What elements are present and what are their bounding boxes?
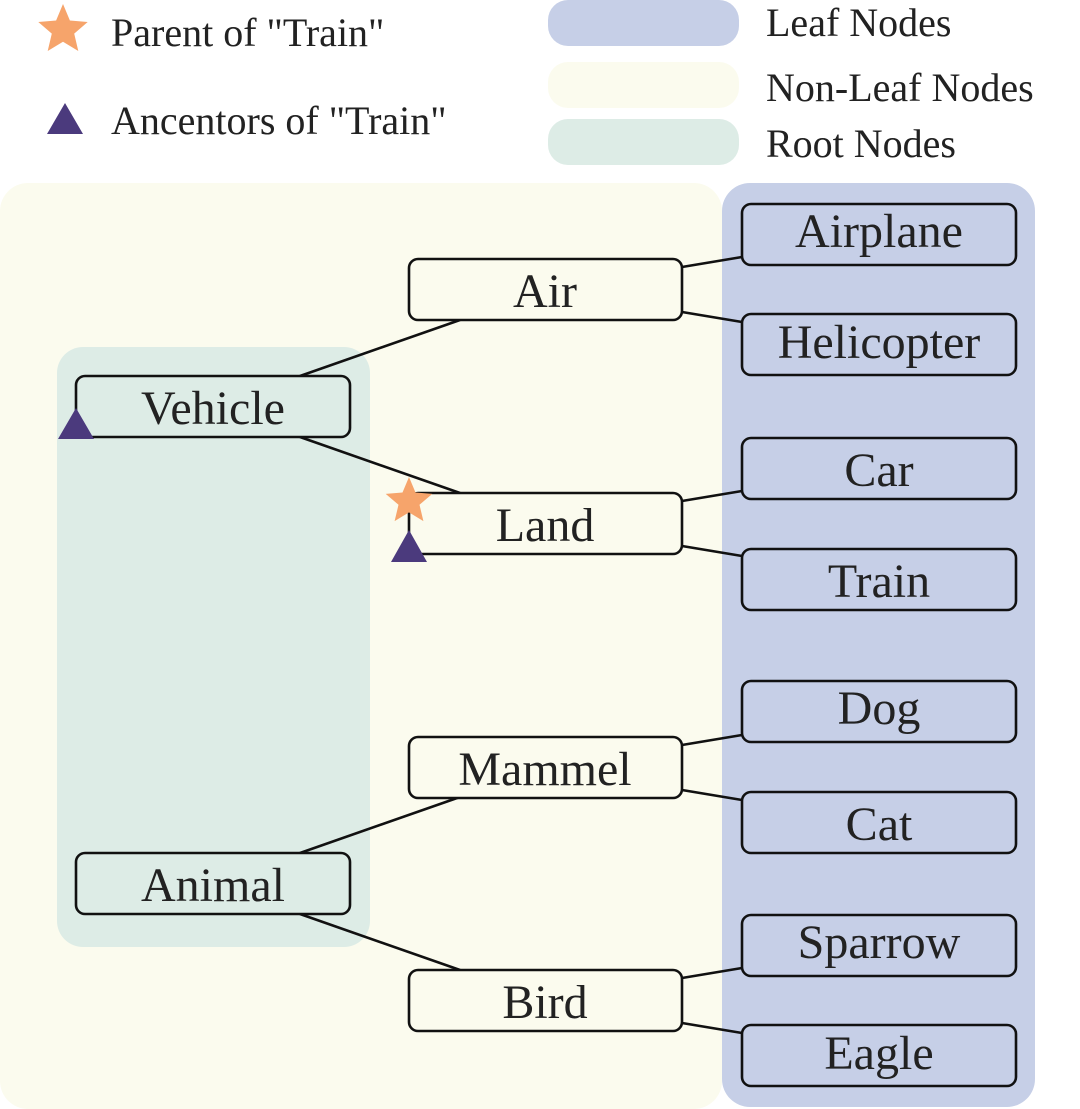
land-parent-star-icon	[385, 477, 433, 522]
edge-land-car	[681, 489, 743, 503]
node-markers	[58, 408, 433, 562]
leaf-nodes: Airplane Helicopter Car Train Dog Cat Sp…	[740, 202, 1018, 1088]
edges	[299, 255, 743, 1035]
node-cat: Cat	[740, 790, 1018, 855]
node-car-label: Car	[844, 444, 913, 497]
root-region	[57, 347, 370, 947]
legend-root-label: Root Nodes	[766, 121, 956, 166]
node-helicopter-label: Helicopter	[778, 316, 981, 369]
node-land: Land	[407, 491, 684, 556]
edge-bird-sparrow	[681, 966, 743, 980]
edge-bird-eagle	[681, 1021, 743, 1035]
node-sparrow: Sparrow	[740, 913, 1018, 978]
legend-leaf-swatch	[548, 0, 739, 46]
edge-vehicle-land	[299, 435, 461, 495]
edge-vehicle-air	[299, 318, 461, 378]
edge-mammel-cat	[681, 788, 743, 802]
legend-parent-label: Parent of "Train"	[111, 10, 384, 55]
edge-animal-bird	[299, 912, 461, 972]
node-vehicle-label: Vehicle	[141, 382, 285, 435]
legend-root-swatch	[548, 119, 739, 165]
edge-land-train	[681, 544, 743, 558]
triangle-icon	[47, 103, 83, 134]
node-bird: Bird	[407, 968, 684, 1033]
star-icon	[38, 4, 88, 51]
land-ancestor-triangle-icon	[391, 530, 427, 562]
node-air-label: Air	[513, 265, 577, 318]
node-dog-label: Dog	[838, 682, 921, 735]
node-sparrow-label: Sparrow	[798, 916, 961, 969]
node-animal-label: Animal	[141, 859, 285, 912]
node-airplane: Airplane	[740, 202, 1018, 267]
edge-air-airplane	[681, 255, 743, 269]
non-leaf-nodes: Air Land Mammel Bird	[407, 257, 684, 1033]
node-land-label: Land	[496, 499, 595, 552]
node-helicopter: Helicopter	[740, 312, 1018, 377]
node-animal: Animal	[74, 851, 352, 916]
edge-air-helicopter	[681, 310, 743, 324]
node-train-label: Train	[828, 555, 930, 608]
edge-animal-mammel	[299, 795, 461, 855]
node-bird-label: Bird	[502, 976, 587, 1029]
node-airplane-label: Airplane	[795, 205, 963, 258]
legend: Parent of "Train" Ancentors of "Train" L…	[38, 0, 1034, 166]
node-eagle: Eagle	[740, 1023, 1018, 1088]
legend-non-leaf-label: Non-Leaf Nodes	[766, 65, 1034, 110]
node-mammel: Mammel	[407, 735, 684, 800]
node-eagle-label: Eagle	[824, 1027, 933, 1080]
root-nodes: Vehicle Animal	[74, 374, 352, 916]
legend-ancestor-label: Ancentors of "Train"	[111, 98, 447, 143]
edge-mammel-dog	[681, 733, 743, 747]
leaf-region	[722, 183, 1035, 1107]
node-vehicle: Vehicle	[74, 374, 352, 439]
node-train: Train	[740, 547, 1018, 612]
node-car: Car	[740, 436, 1018, 501]
legend-leaf-label: Leaf Nodes	[766, 0, 951, 45]
node-air: Air	[407, 257, 684, 322]
legend-non-leaf-swatch	[548, 62, 739, 108]
node-mammel-label: Mammel	[458, 743, 631, 796]
node-cat-label: Cat	[846, 798, 913, 851]
node-dog: Dog	[740, 679, 1018, 744]
vehicle-ancestor-triangle-icon	[58, 408, 94, 439]
